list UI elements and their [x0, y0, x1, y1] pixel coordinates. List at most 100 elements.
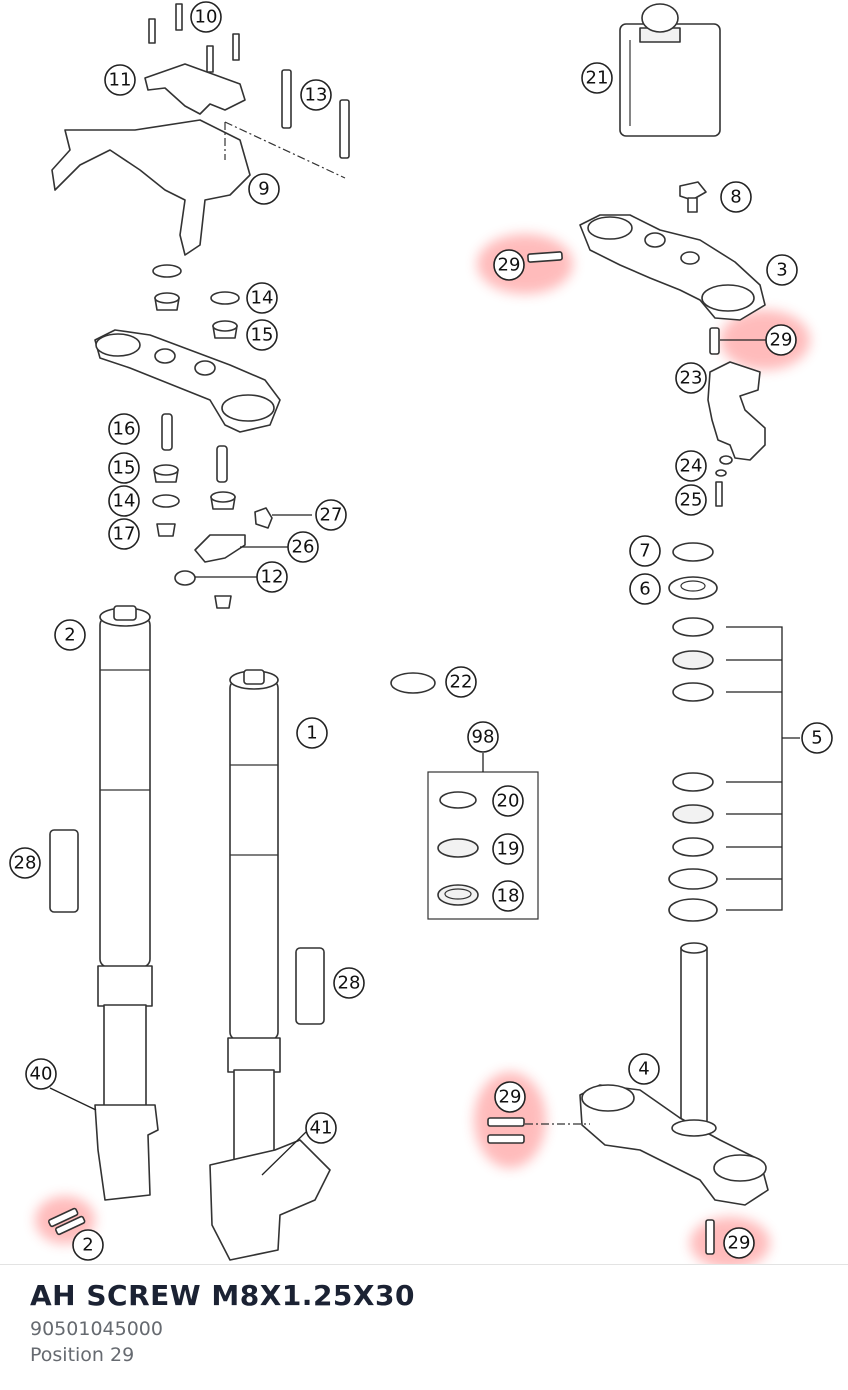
svg-text:13: 13 [305, 85, 328, 106]
callout-4[interactable]: 4 [628, 1053, 660, 1085]
svg-text:28: 28 [14, 853, 37, 874]
callout-7[interactable]: 7 [629, 535, 661, 567]
seal-19 [437, 838, 479, 858]
svg-text:19: 19 [497, 839, 520, 860]
nut-17 [156, 523, 176, 537]
svg-text:27: 27 [320, 505, 343, 526]
washer-14-b [152, 494, 180, 508]
part-27 [254, 507, 273, 529]
callout-6[interactable]: 6 [629, 573, 661, 605]
callout-27[interactable]: 27 [315, 499, 347, 531]
o-ring-22 [390, 672, 436, 694]
bearing-cover-6 [668, 576, 718, 600]
callout-15-b[interactable]: 15 [108, 452, 140, 484]
svg-text:6: 6 [639, 579, 650, 600]
bracket-26 [194, 534, 246, 563]
callout-14-b[interactable]: 14 [108, 485, 140, 517]
screw-29-d [487, 1134, 525, 1144]
callout-29-a[interactable]: 29 [493, 249, 525, 281]
callout-9[interactable]: 9 [248, 173, 280, 205]
callout-15[interactable]: 15 [246, 319, 278, 351]
guard-28-a [49, 829, 79, 913]
middle-left-bushes [152, 264, 240, 339]
svg-text:16: 16 [113, 419, 136, 440]
callout-29-d[interactable]: 29 [723, 1227, 755, 1259]
callout-1[interactable]: 1 [296, 717, 328, 749]
svg-text:9: 9 [258, 179, 269, 200]
seal-18 [437, 884, 479, 906]
callout-28-a[interactable]: 28 [9, 847, 41, 879]
bracket-23 [707, 361, 766, 461]
screw-29-c [487, 1117, 525, 1127]
svg-text:26: 26 [292, 537, 315, 558]
callout-11[interactable]: 11 [104, 64, 136, 96]
callout-19[interactable]: 19 [492, 833, 524, 865]
screw-29-e [705, 1219, 715, 1255]
fork-leg-2 [94, 605, 159, 1201]
bolt-10-b [175, 3, 183, 31]
callout-29-c[interactable]: 29 [494, 1081, 526, 1113]
svg-text:23: 23 [680, 368, 703, 389]
callout-20[interactable]: 20 [492, 785, 524, 817]
callout-41[interactable]: 41 [305, 1112, 337, 1144]
svg-text:29: 29 [499, 1087, 522, 1108]
callout-5[interactable]: 5 [801, 722, 833, 754]
washer-14 [210, 291, 240, 305]
callout-2[interactable]: 2 [54, 619, 86, 651]
callout-40[interactable]: 40 [25, 1058, 57, 1090]
seal-kit-98 [427, 753, 539, 920]
svg-text:18: 18 [497, 886, 520, 907]
callout-23[interactable]: 23 [675, 362, 707, 394]
fork-leg-1 [209, 669, 331, 1261]
part-number: 90501045000 [30, 1318, 163, 1340]
bolt-10-d [232, 33, 240, 61]
callout-3[interactable]: 3 [766, 254, 798, 286]
svg-text:5: 5 [811, 728, 822, 749]
handlebar-clamp-assembly [51, 3, 350, 256]
callout-18[interactable]: 18 [492, 880, 524, 912]
upper-triple-clamp-3 [579, 214, 766, 321]
highlight-29-a[interactable] [477, 234, 573, 294]
nut-7 [672, 542, 714, 562]
bolt-8 [679, 181, 707, 213]
callout-26[interactable]: 26 [287, 531, 319, 563]
bolt-10-a [148, 18, 156, 44]
part-position: Position 29 [30, 1344, 135, 1366]
svg-text:24: 24 [680, 456, 703, 477]
svg-text:29: 29 [498, 255, 521, 276]
guard-28-b [295, 947, 325, 1025]
svg-text:2: 2 [64, 625, 75, 646]
grommet-12 [174, 570, 196, 586]
svg-text:98: 98 [472, 727, 495, 748]
svg-text:4: 4 [638, 1059, 649, 1080]
callout-14[interactable]: 14 [246, 282, 278, 314]
svg-text:29: 29 [728, 1233, 751, 1254]
leader-lines [49, 339, 766, 1176]
callout-29-b[interactable]: 29 [765, 324, 797, 356]
svg-text:11: 11 [109, 70, 132, 91]
callouts: 10 11 13 9 21 8 29 3 29 14 15 16 15 14 1… [9, 1, 833, 1261]
svg-text:12: 12 [261, 567, 284, 588]
callout-21[interactable]: 21 [581, 62, 613, 94]
svg-text:17: 17 [113, 524, 136, 545]
callout-8[interactable]: 8 [720, 181, 752, 213]
svg-text:1: 1 [306, 723, 317, 744]
parts-diagram: 10 11 13 9 21 8 29 3 29 14 15 16 15 14 1… [9, 1, 833, 1265]
callout-2-b[interactable]: 2 [72, 1229, 104, 1261]
callout-13[interactable]: 13 [300, 79, 332, 111]
nut-24 [719, 455, 733, 465]
callout-28-b[interactable]: 28 [333, 967, 365, 999]
callout-12[interactable]: 12 [256, 561, 288, 593]
clamp-11 [144, 63, 246, 115]
callout-17[interactable]: 17 [108, 518, 140, 550]
lower-triple-clamp-4 [579, 942, 769, 1206]
callout-16[interactable]: 16 [108, 413, 140, 445]
callout-24[interactable]: 24 [675, 450, 707, 482]
callout-98[interactable]: 98 [467, 721, 499, 753]
oil-can-21 [619, 3, 721, 137]
callout-10[interactable]: 10 [190, 1, 222, 33]
svg-text:8: 8 [730, 187, 741, 208]
svg-text:21: 21 [586, 68, 609, 89]
callout-25[interactable]: 25 [675, 484, 707, 516]
callout-22[interactable]: 22 [445, 666, 477, 698]
